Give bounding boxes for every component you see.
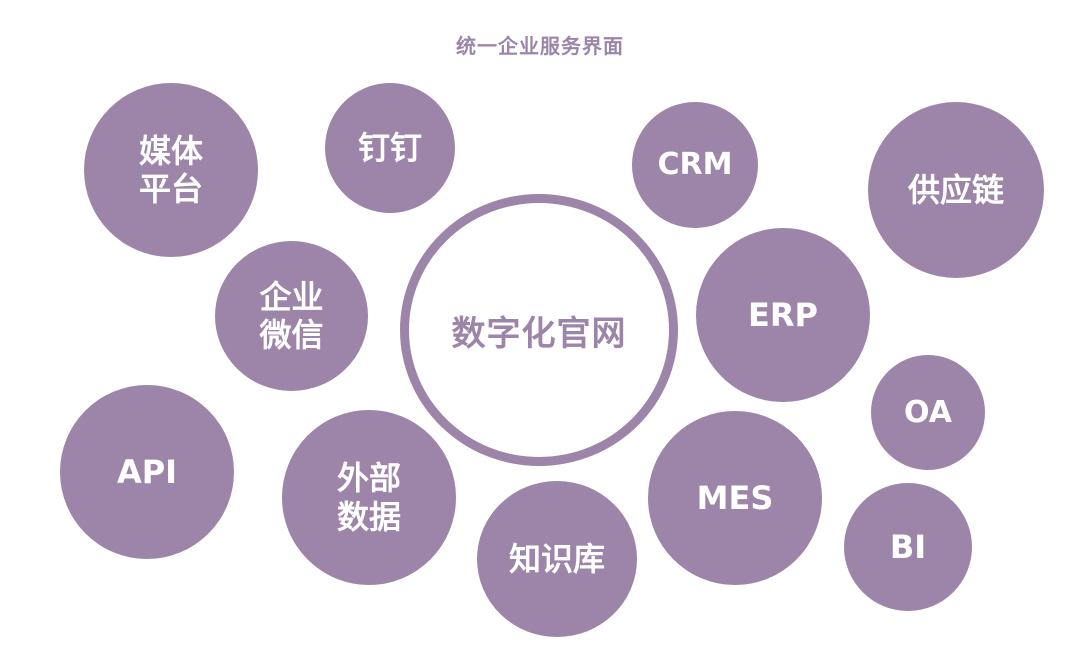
bubble-label: MES [696,478,774,517]
bubble-mes[interactable]: MES [648,411,822,585]
bubble-oa[interactable]: OA [871,355,985,470]
bubble-label: API [116,452,178,491]
bubble-erp[interactable]: ERP [696,228,870,402]
bubble-knowledge-base[interactable]: 知识库 [477,481,637,637]
bubble-label: OA [904,394,952,430]
hub-label: 数字化官网 [451,313,627,354]
bubble-crm[interactable]: CRM [632,102,758,228]
bubble-api[interactable]: API [60,385,234,559]
bubble-label: 知识库 [508,539,605,578]
hub-circle-digital-website[interactable]: 数字化官网 [400,194,678,466]
bubble-label: ERP [748,295,818,334]
bubble-external-data[interactable]: 外部 数据 [282,410,456,585]
bubble-label: 外部 数据 [336,459,401,536]
bubble-dingtalk[interactable]: 钉钉 [325,83,455,213]
bubble-label: 钉钉 [357,128,422,167]
bubble-wecom[interactable]: 企业 微信 [215,241,368,391]
diagram-title: 统一企业服务界面 [456,34,624,58]
bubble-label: CRM [657,147,733,182]
bubble-label: BI [889,527,927,566]
bubble-bi[interactable]: BI [844,483,972,611]
bubble-label: 媒体 平台 [138,131,203,208]
bubble-supply-chain[interactable]: 供应链 [868,102,1044,278]
bubble-label: 企业 微信 [259,277,324,354]
bubble-label: 供应链 [907,170,1004,209]
bubble-media-platform[interactable]: 媒体 平台 [84,83,258,257]
